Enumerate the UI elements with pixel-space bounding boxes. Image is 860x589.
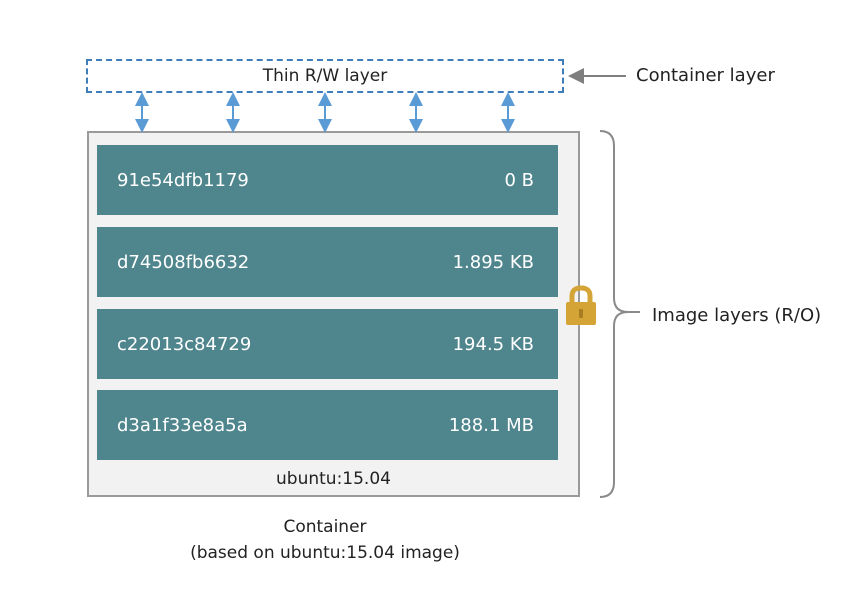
image-layer-row: c22013c84729 194.5 KB (97, 309, 558, 379)
image-layer-row: 91e54dfb1179 0 B (97, 145, 558, 215)
layer-size: 1.895 KB (452, 251, 534, 273)
container-layer-label: Container layer (636, 65, 775, 86)
caption-subtitle: (based on ubuntu:15.04 image) (190, 543, 460, 563)
layer-id: 91e54dfb1179 (117, 169, 249, 191)
caption-title: Container (283, 517, 367, 537)
lock-icon (566, 285, 596, 325)
layer-id: d74508fb6632 (117, 251, 250, 273)
image-layer-row: d74508fb6632 1.895 KB (97, 227, 558, 297)
thin-rw-layer-label: Thin R/W layer (262, 66, 388, 86)
layer-id: c22013c84729 (117, 333, 252, 355)
image-name: ubuntu:15.04 (276, 469, 391, 489)
right-brace-icon (599, 130, 629, 498)
layer-size: 0 B (504, 169, 534, 191)
layer-size: 194.5 KB (452, 333, 534, 355)
image-layers-label: Image layers (R/O) (652, 305, 822, 326)
layer-id: d3a1f33e8a5a (117, 414, 248, 436)
layer-size: 188.1 MB (448, 414, 534, 436)
container-caption: Container (based on ubuntu:15.04 image) (160, 514, 490, 566)
image-layers-box: 91e54dfb1179 0 B d74508fb6632 1.895 KB c… (87, 131, 580, 497)
image-layer-row: d3a1f33e8a5a 188.1 MB (97, 390, 558, 460)
thin-rw-layer: Thin R/W layer (86, 59, 564, 93)
